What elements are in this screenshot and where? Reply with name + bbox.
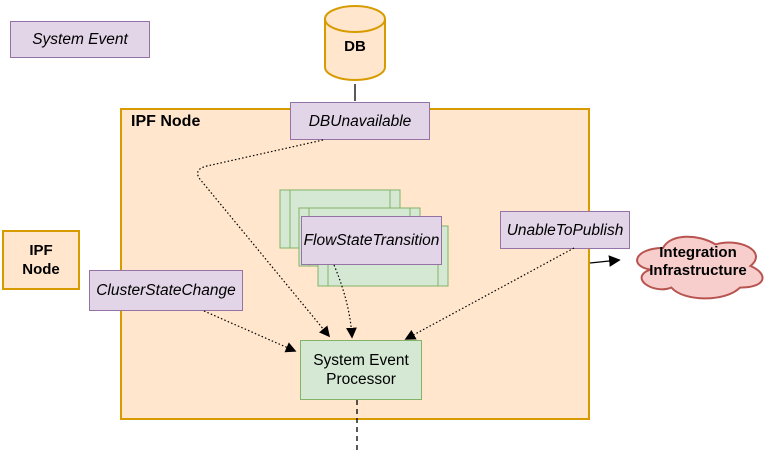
cluster-state-change-node[interactable]: ClusterStateChange	[89, 270, 243, 311]
flow-state-transition-node[interactable]: FlowStateTransition	[301, 216, 442, 265]
ipf-node-container-label: IPF Node	[131, 113, 201, 130]
cloud-label-line2: Infrastructure	[649, 262, 747, 279]
system-event-legend[interactable]: System Event	[10, 21, 150, 58]
flow-state-transition-label: FlowStateTransition	[303, 232, 440, 249]
system-event-legend-label: System Event	[32, 31, 128, 48]
unable-to-publish-label: UnableToPublish	[506, 221, 624, 239]
db-unavailable-label: DBUnavailable	[308, 112, 412, 130]
cluster-state-change-label: ClusterStateChange	[96, 282, 236, 299]
ipf-legend-line1: IPF	[29, 242, 53, 259]
ipf-legend-line2: Node	[22, 261, 60, 278]
db-unavailable-node[interactable]: DBUnavailable	[290, 102, 430, 140]
db-label: DB	[344, 38, 366, 55]
processor-label-line1: System Event	[313, 352, 409, 369]
integration-infrastructure-label: Integration Infrastructure	[638, 244, 758, 280]
edge-unabletopublish-to-cloud	[589, 255, 621, 267]
processor-label-line2: Processor	[326, 371, 396, 388]
ipf-node-legend[interactable]: IPF Node	[2, 230, 80, 290]
unable-to-publish-node[interactable]: UnableToPublish	[500, 211, 630, 249]
cloud-label-line1: Integration	[659, 244, 737, 261]
system-event-processor-node[interactable]: System Event Processor	[300, 340, 422, 400]
